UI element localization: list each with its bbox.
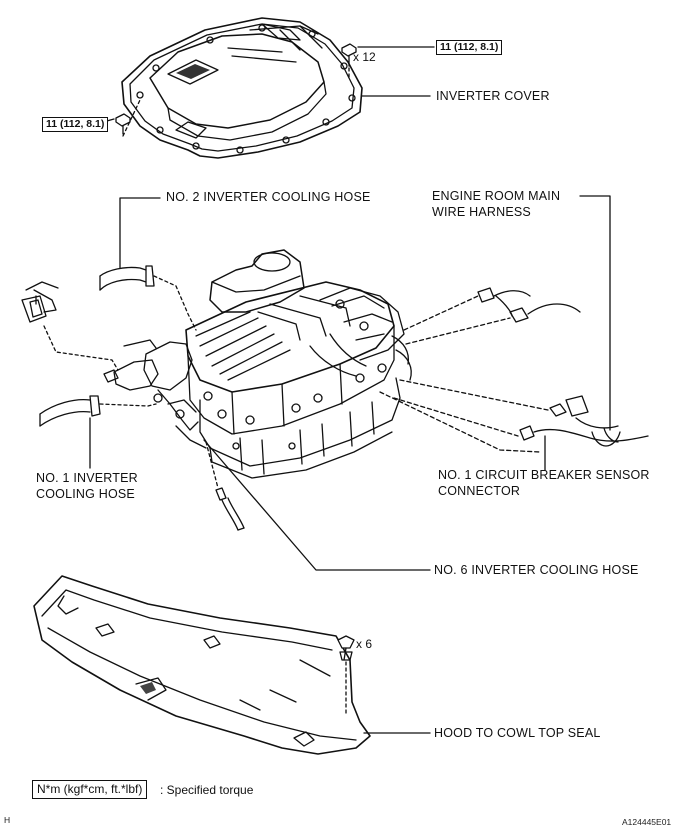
corner-mark: H [4, 815, 11, 825]
label-circuit-breaker-sensor-line2: CONNECTOR [438, 484, 521, 498]
label-hood-to-cowl-top-seal: HOOD TO COWL TOP SEAL [434, 726, 601, 740]
label-no1-inverter-cooling-hose-line2: COOLING HOSE [36, 487, 135, 501]
cover-bolt-quantity: x 12 [353, 50, 376, 64]
no2-hose-drawing [99, 265, 197, 331]
no1-hose-drawing [39, 395, 157, 427]
label-inverter-cover: INVERTER COVER [436, 89, 550, 103]
inverter-assembly-drawing [103, 249, 412, 479]
seal-clip-quantity: x 6 [356, 637, 373, 651]
label-no1-inverter-cooling-hose-line1: NO. 1 INVERTER [36, 471, 138, 485]
seal-clip-drawing [337, 635, 355, 717]
left-connector-drawing [21, 281, 119, 371]
label-no2-inverter-cooling-hose: NO. 2 INVERTER COOLING HOSE [166, 190, 371, 204]
label-circuit-breaker-sensor-line1: NO. 1 CIRCUIT BREAKER SENSOR [438, 468, 650, 482]
label-engine-room-harness-line1: ENGINE ROOM MAIN [432, 189, 561, 203]
torque-spec-cover-left: 11 (112, 8.1) [42, 117, 109, 132]
torque-legend-text: : Specified torque [160, 783, 254, 797]
figure-code: A124445E01 [622, 817, 672, 827]
harness-connectors-drawing [477, 287, 649, 447]
harness-routing [379, 295, 549, 453]
no6-hose-drawing [205, 441, 245, 531]
label-engine-room-harness-line2: WIRE HARNESS [432, 205, 531, 219]
cover-bolt-top [341, 43, 357, 81]
label-no6-inverter-cooling-hose: NO. 6 INVERTER COOLING HOSE [434, 563, 639, 577]
cowl-seal-drawing [33, 575, 371, 755]
torque-legend-unit: N*m (kgf*cm, ft.*lbf) [32, 780, 148, 799]
inverter-cover-drawing [121, 17, 363, 159]
torque-spec-cover-top: 11 (112, 8.1) [436, 40, 503, 55]
cover-bolt-left [115, 99, 141, 137]
